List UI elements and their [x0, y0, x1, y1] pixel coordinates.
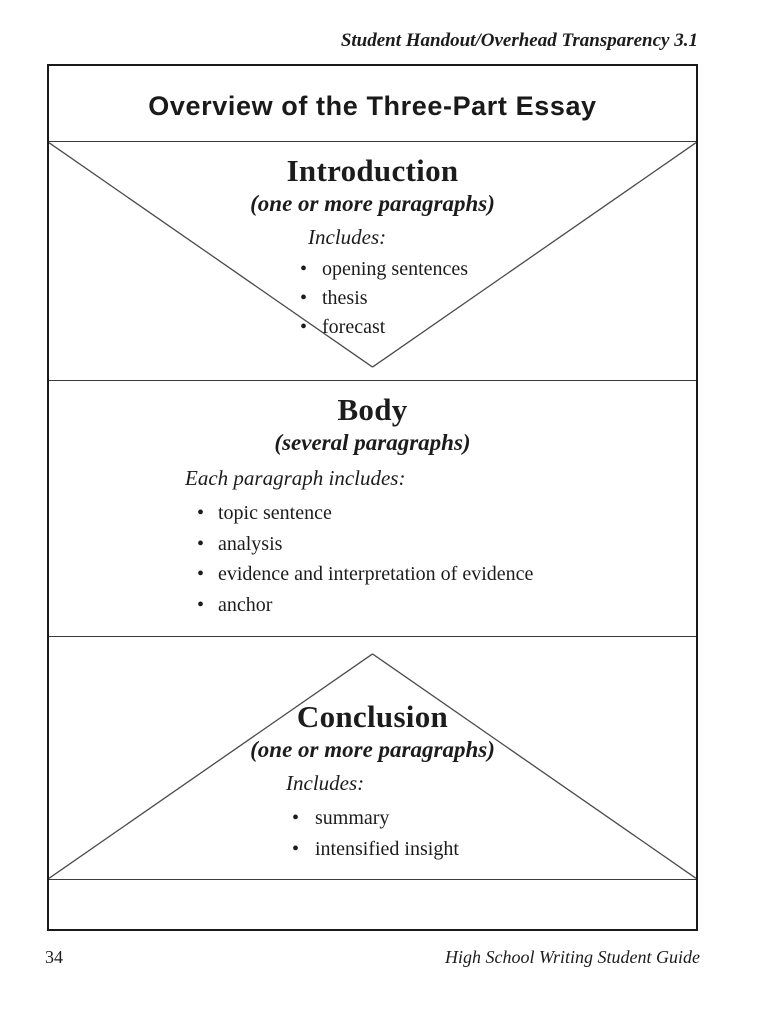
- section-body: Body (several paragraphs) Each paragraph…: [49, 381, 696, 637]
- header-label: Student Handout/Overhead Transparency 3.…: [340, 30, 698, 51]
- list-item: • summary: [292, 803, 696, 834]
- section-introduction: Introduction (one or more paragraphs) In…: [49, 142, 696, 381]
- bullet-icon: •: [197, 563, 205, 585]
- bullet-icon: •: [292, 838, 300, 860]
- bullet-text: analysis: [218, 532, 283, 555]
- list-item: • analysis: [197, 529, 696, 560]
- list-item: • anchor: [197, 590, 696, 621]
- list-item: • opening sentences: [300, 255, 696, 284]
- bullet-text: topic sentence: [218, 502, 332, 524]
- list-item: • thesis: [300, 284, 696, 313]
- bullet-icon: •: [300, 258, 308, 280]
- section-lead: Each paragraph includes:: [185, 466, 406, 490]
- list-item: • forecast: [300, 313, 696, 342]
- bullet-text: opening sentences: [322, 258, 469, 280]
- bullet-text: summary: [315, 807, 390, 829]
- bullet-text: forecast: [322, 316, 386, 338]
- page-footer: 34 High School Writing Student Guide: [45, 946, 700, 968]
- empty-bottom-band: [49, 880, 696, 929]
- bullet-icon: •: [292, 807, 300, 829]
- diagram-title: Overview of the Three-Part Essay: [148, 91, 597, 121]
- bullet-text: thesis: [322, 287, 368, 309]
- section-subheading: (several paragraphs): [274, 430, 471, 455]
- section-heading: Conclusion: [296, 699, 449, 734]
- page-number: 34: [45, 947, 63, 967]
- list-item: • evidence and interpretation of evidenc…: [197, 559, 696, 590]
- section-heading: Body: [337, 392, 408, 427]
- bullet-icon: •: [300, 287, 308, 309]
- section-heading: Introduction: [286, 153, 459, 188]
- section-conclusion: Conclusion (one or more paragraphs) Incl…: [49, 637, 696, 880]
- section-lead: Includes:: [286, 771, 365, 795]
- list-item: • topic sentence: [197, 498, 696, 529]
- bullet-list: • opening sentences • thesis • forecast: [300, 255, 696, 342]
- footer-title: High School Writing Student Guide: [445, 947, 700, 967]
- diagram-title-band: Overview of the Three-Part Essay: [49, 66, 696, 142]
- bullet-list: • topic sentence • analysis • evidence a…: [197, 498, 696, 620]
- bullet-text: evidence and interpretation of evidence: [218, 563, 534, 585]
- bullet-icon: •: [300, 316, 308, 338]
- bullet-icon: •: [197, 593, 205, 616]
- bullet-text: anchor: [218, 593, 273, 616]
- page-header: Student Handout/Overhead Transparency 3.…: [47, 30, 698, 52]
- bullet-icon: •: [197, 502, 205, 524]
- section-subheading: (one or more paragraphs): [250, 191, 495, 216]
- list-item: • intensified insight: [292, 834, 696, 865]
- section-lead: Includes:: [308, 225, 387, 249]
- bullet-icon: •: [197, 532, 205, 555]
- bullet-list: • summary • intensified insight: [292, 803, 696, 865]
- diagram-box: Overview of the Three-Part Essay Introdu…: [47, 64, 698, 931]
- bullet-text: intensified insight: [315, 838, 459, 860]
- section-subheading: (one or more paragraphs): [250, 737, 495, 762]
